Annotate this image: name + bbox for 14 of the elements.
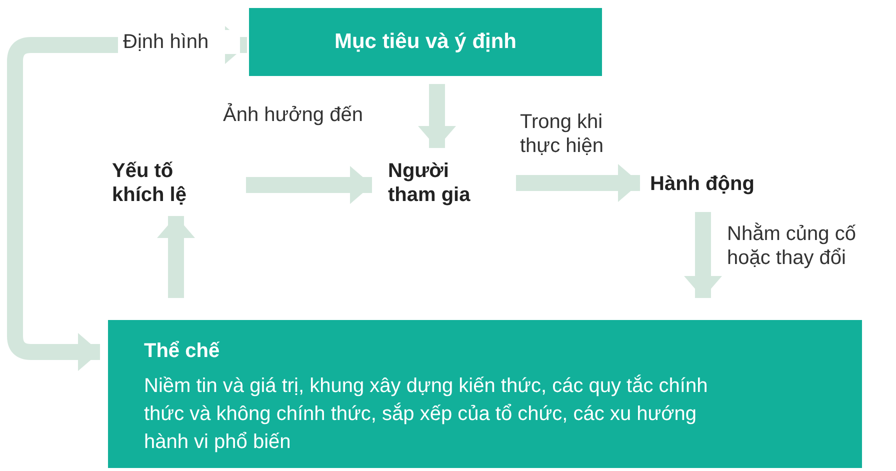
arrow bbox=[684, 212, 722, 298]
process-box bbox=[108, 320, 862, 468]
arrow bbox=[157, 216, 195, 298]
process-box bbox=[249, 8, 602, 76]
arrow bbox=[516, 164, 640, 202]
arrow bbox=[246, 166, 372, 204]
node-text: Yếu tố khích lệ bbox=[112, 159, 188, 207]
edge-label: Định hình bbox=[118, 30, 240, 54]
arrow bbox=[418, 84, 456, 148]
box-description: Niềm tin và giá trị, khung xây dựng kiến thức, các quy tắc chính thức và không chính thức, sắp xếp của tổ chức, các xu hướng hành vi phổ biến bbox=[144, 374, 709, 455]
box-title: Mục tiêu và ý định bbox=[334, 30, 517, 54]
node-text: Người tham gia bbox=[388, 159, 472, 207]
box-title: Thể chế bbox=[144, 339, 221, 364]
node-text: Hành động bbox=[650, 172, 756, 196]
